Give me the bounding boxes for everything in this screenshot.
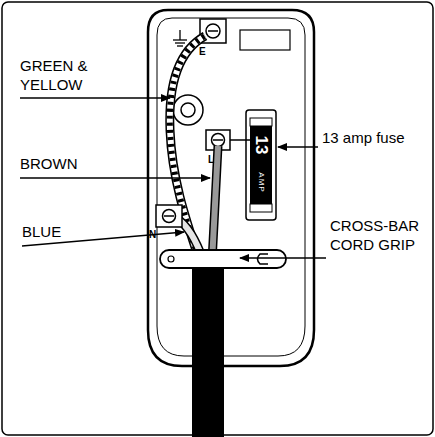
cable (192, 258, 224, 437)
wire-label: BLUE (22, 222, 142, 241)
plug-body (148, 10, 314, 366)
fuse-rating: 13 (252, 136, 270, 155)
centre-boss (173, 95, 203, 125)
part-label: 13 amp fuse (322, 128, 432, 147)
neutral-terminal (156, 205, 182, 227)
plug-inner-rim (157, 18, 305, 356)
terminal-letter: L (208, 154, 214, 165)
wire-label: BROWN (20, 154, 140, 173)
terminal-letter: E (199, 46, 206, 57)
cord-grip (160, 250, 286, 268)
earth-symbol (173, 30, 187, 46)
fuse (250, 118, 272, 212)
leader-arrow (20, 97, 170, 98)
fuse-unit: AMP (257, 172, 266, 192)
earth-wire (170, 36, 205, 262)
terminal-letter: N (149, 229, 156, 240)
leader-arrow (278, 146, 318, 147)
leader-arrow (240, 257, 326, 258)
wire-label: GREEN & YELLOW (20, 56, 110, 94)
part-label: CROSS-BAR CORD GRIP (330, 216, 430, 254)
fuse-holder (246, 110, 276, 220)
leader-arrow (20, 177, 210, 178)
